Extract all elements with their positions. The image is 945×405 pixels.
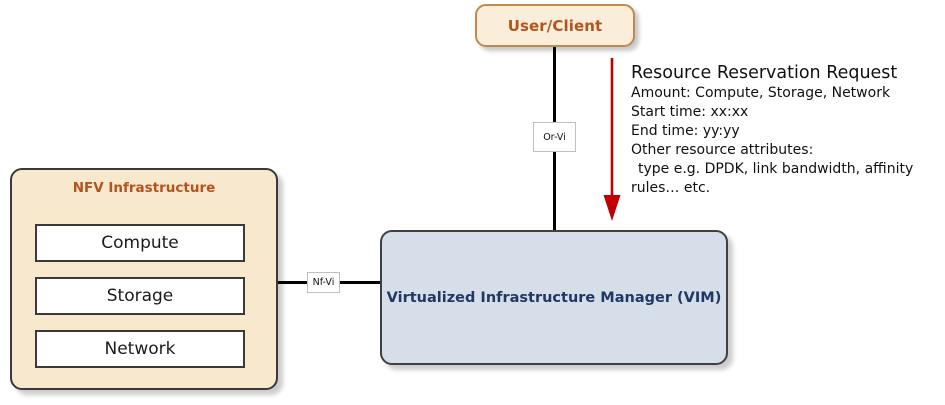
nfv-item-storage-label: Storage bbox=[106, 286, 174, 306]
nfv-item-compute[interactable]: Compute bbox=[35, 224, 245, 262]
nfv-infrastructure-title: NFV Infrastructure bbox=[72, 180, 216, 196]
vim-label: Virtualized Infrastructure Manager (VIM) bbox=[386, 289, 722, 306]
node-virtualized-infrastructure-manager[interactable]: Virtualized Infrastructure Manager (VIM) bbox=[380, 230, 728, 365]
nfv-item-network[interactable]: Network bbox=[35, 330, 245, 368]
connector-label-or-vi: Or-Vi bbox=[533, 122, 576, 152]
user-client-label: User/Client bbox=[507, 16, 603, 35]
connector-label-nf-vi: Nf-Vi bbox=[307, 272, 340, 293]
nfv-item-network-label: Network bbox=[104, 339, 176, 359]
request-line-start-time: Start time: xx:xx bbox=[631, 104, 749, 120]
request-line-rules: rules… etc. bbox=[631, 180, 711, 196]
request-line-other-attributes: Other resource attributes: bbox=[631, 142, 814, 158]
request-line-attribute-types: type e.g. DPDK, link bandwidth, affinity bbox=[638, 161, 914, 177]
connector-label-nf-vi-text: Nf-Vi bbox=[312, 277, 335, 288]
nfv-item-storage[interactable]: Storage bbox=[35, 277, 245, 315]
request-title: Resource Reservation Request bbox=[631, 63, 898, 83]
resource-reservation-request-arrow bbox=[603, 58, 621, 222]
node-user-client[interactable]: User/Client bbox=[475, 4, 635, 47]
resource-reservation-request-text: Resource Reservation Request Amount: Com… bbox=[631, 63, 943, 198]
request-line-amount: Amount: Compute, Storage, Network bbox=[631, 85, 891, 101]
node-nfv-infrastructure[interactable]: NFV Infrastructure Compute Storage Netwo… bbox=[10, 168, 278, 390]
connector-label-or-vi-text: Or-Vi bbox=[543, 131, 566, 143]
nfv-item-compute-label: Compute bbox=[101, 233, 179, 253]
request-line-end-time: End time: yy:yy bbox=[631, 123, 740, 139]
